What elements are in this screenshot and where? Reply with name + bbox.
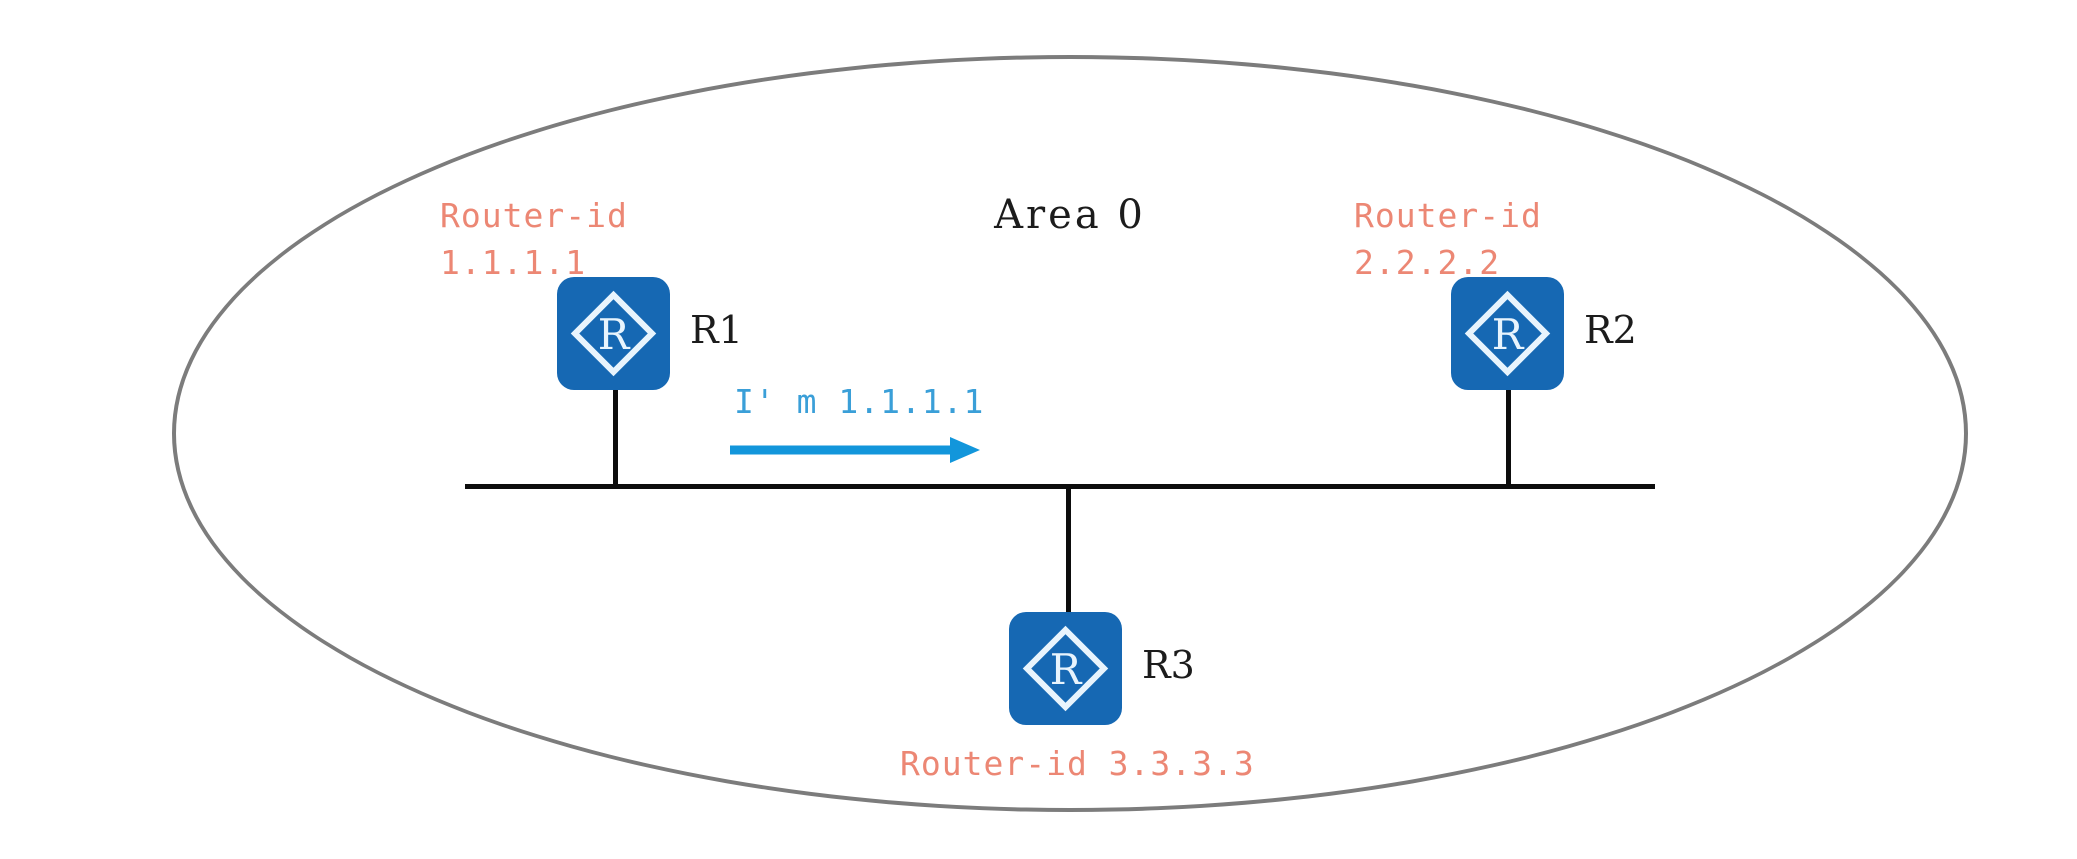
hello-message-label: I' m 1.1.1.1 [734, 382, 985, 421]
router-icon-r3[interactable]: R [1009, 612, 1122, 725]
router-id-annotation-r3: Router-id 3.3.3.3 [900, 740, 1255, 787]
area-label: Area 0 [994, 192, 1146, 238]
router-glyph: R [1464, 290, 1551, 377]
hello-message-arrow-icon [730, 437, 980, 463]
router-icon-r2[interactable]: R [1451, 277, 1564, 390]
router-id-line-1: Router-id [440, 196, 628, 235]
ethernet-bus-line [465, 484, 1655, 489]
router-id-line-1: Router-id 3.3.3.3 [900, 744, 1255, 783]
svg-text:R: R [598, 310, 631, 359]
router-id-line-1: Router-id [1354, 196, 1542, 235]
router-id-annotation-r2: Router-id 2.2.2.2 [1354, 192, 1542, 286]
link-r1-to-bus [613, 362, 618, 488]
router-label-r2: R2 [1584, 308, 1637, 352]
router-label-r3: R3 [1142, 643, 1195, 687]
router-glyph: R [1022, 625, 1109, 712]
link-r3-to-bus [1066, 487, 1071, 615]
router-id-annotation-r1: Router-id 1.1.1.1 [440, 192, 628, 286]
router-id-line-2: 1.1.1.1 [440, 243, 587, 282]
router-id-line-2: 2.2.2.2 [1354, 243, 1501, 282]
svg-text:R: R [1492, 310, 1525, 359]
router-label-r1: R1 [690, 308, 743, 352]
router-glyph: R [570, 290, 657, 377]
router-icon-r1[interactable]: R [557, 277, 670, 390]
link-r2-to-bus [1506, 362, 1511, 488]
svg-text:R: R [1050, 645, 1083, 694]
area-boundary-ellipse [172, 55, 1968, 812]
